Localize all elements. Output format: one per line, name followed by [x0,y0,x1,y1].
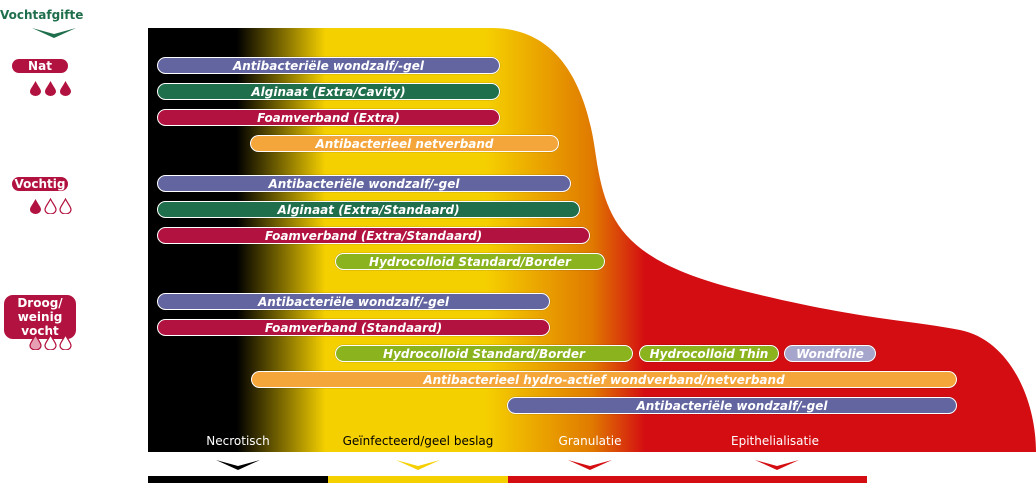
vochtafgifte-title: Vochtafgifte [0,8,84,22]
phase-label-geinfecteerd: Geïnfecteerd/geel beslag [342,434,494,448]
bar-droog-hydrocolloid-thin: Hydrocolloid Thin [639,345,779,362]
level-badge-droog: Droog/ weinig vocht [4,295,76,339]
drop-outline-icon [59,334,72,350]
phase-label-epithelialisatie: Epithelialisatie [731,434,819,448]
bar-droog-foamverband: Foamverband (Standaard) [157,319,550,336]
chevron-down-icon [216,460,260,470]
bar-nat-alginaat: Alginaat (Extra/Cavity) [157,83,500,100]
bar-vochtig-alginaat: Alginaat (Extra/Standaard) [157,201,580,218]
bar-droog-wondfolie: Wondfolie [784,345,876,362]
bar-nat-foamverband: Foamverband (Extra) [157,109,500,126]
bar-vochtig-antibacteriele-wondzalf: Antibacteriële wondzalf/-gel [157,175,571,192]
drop-outline-icon [59,198,72,214]
drops-vochtig [29,198,72,214]
level-badge-nat: Nat [12,59,68,73]
bar-droog-antibacteriele-wondzalf-2: Antibacteriële wondzalf/-gel [507,397,957,414]
phase-strip-yellow [328,476,508,483]
chevron-down-icon [396,460,440,470]
phase-label-necrotisch: Necrotisch [206,434,270,448]
phase-label-granulatie: Granulatie [558,434,622,448]
drop-outline-icon [44,334,57,350]
drops-nat [29,80,72,96]
chevron-down-icon [568,460,612,470]
bar-droog-antibacteriele-wondzalf: Antibacteriële wondzalf/-gel [157,293,550,310]
drop-filled-icon [30,81,41,96]
drops-droog [29,334,72,350]
drop-light-icon [29,334,42,350]
chevron-down-icon [32,28,76,38]
drop-filled-icon [30,199,41,214]
phase-strip-red [508,476,867,483]
drop-filled-icon [45,81,56,96]
bar-nat-netverband: Antibacterieel netverband [250,135,559,152]
drop-filled-icon [60,81,71,96]
phase-strip-black [148,476,328,483]
chevron-down-icon [755,460,799,470]
bar-vochtig-hydrocolloid: Hydrocolloid Standard/Border [335,253,605,270]
drop-outline-icon [44,198,57,214]
bar-droog-hydrocolloid-standard: Hydrocolloid Standard/Border [335,345,633,362]
bar-droog-hydro-actief: Antibacterieel hydro-actief wondverband/… [251,371,957,388]
bar-nat-antibacteriele-wondzalf: Antibacteriële wondzalf/-gel [157,57,500,74]
bar-vochtig-foamverband: Foamverband (Extra/Standaard) [157,227,590,244]
level-badge-vochtig: Vochtig [12,177,68,191]
